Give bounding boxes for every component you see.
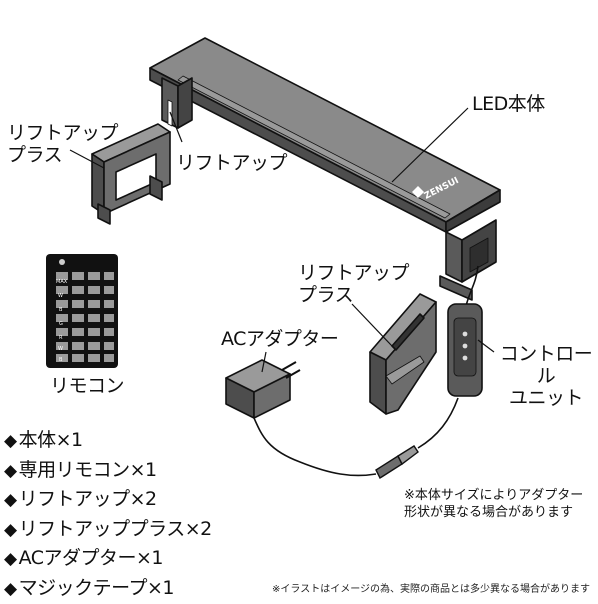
adapter-cable bbox=[253, 417, 377, 477]
label-lift-up-plus-left: リフトアップ プラス bbox=[7, 122, 119, 166]
contents-item: マジックテープ×1 bbox=[4, 574, 212, 604]
leader-ac-adapter bbox=[261, 351, 267, 373]
contents-item: リフトアッププラス×2 bbox=[4, 515, 213, 545]
leader-lift-up bbox=[169, 111, 183, 143]
led-body-illustration bbox=[149, 37, 501, 301]
leader-lift-up-plus-right bbox=[351, 303, 393, 347]
leader-lines bbox=[69, 107, 495, 373]
svg-text:W: W bbox=[58, 346, 63, 352]
svg-text:W: W bbox=[58, 293, 63, 299]
control-unit-illustration bbox=[447, 303, 483, 397]
contents-item: 専用リモコン×1 bbox=[4, 456, 212, 486]
remote-illustration: MAX W B G R W B bbox=[46, 254, 118, 368]
label-lift-up-plus-right: リフトアップ プラス bbox=[298, 262, 410, 306]
contents-item: ACアダプター×1 bbox=[4, 544, 212, 574]
cable-connector bbox=[375, 445, 419, 480]
leader-control-unit bbox=[477, 339, 495, 353]
svg-text:R: R bbox=[59, 335, 63, 341]
adapter-note: ※本体サイズによりアダプター形状が異なる場合があります bbox=[404, 488, 584, 520]
lift-up-plus-right-illustration bbox=[369, 293, 437, 415]
contents-item: 本体×1 bbox=[4, 426, 212, 456]
ac-adapter-illustration bbox=[225, 359, 301, 419]
controller-cable-upper bbox=[465, 265, 479, 307]
svg-text:MAX: MAX bbox=[56, 279, 68, 285]
leader-led-body bbox=[391, 107, 469, 183]
leader-lift-up-plus-left bbox=[69, 149, 105, 169]
label-ac-adapter: ACアダプター bbox=[221, 328, 339, 350]
contents-item: リフトアップ×2 bbox=[4, 485, 212, 515]
label-control-unit: コントロール ユニット bbox=[499, 343, 593, 409]
controller-cable-lower bbox=[417, 397, 459, 449]
svg-text:B: B bbox=[59, 307, 63, 313]
label-lift-up: リフトアップ bbox=[176, 152, 288, 174]
lift-up-plus-left-illustration bbox=[91, 123, 171, 225]
svg-text:G: G bbox=[59, 321, 63, 327]
footnote: ※イラストはイメージの為、実際の商品とは多少異なる場合があります bbox=[272, 584, 590, 595]
svg-text:B: B bbox=[59, 357, 63, 363]
contents-list: 本体×1 専用リモコン×1 リフトアップ×2 リフトアッププラス×2 ACアダプ… bbox=[4, 426, 213, 604]
label-remote: リモコン bbox=[50, 375, 125, 397]
label-led-body: LED本体 bbox=[472, 93, 545, 115]
